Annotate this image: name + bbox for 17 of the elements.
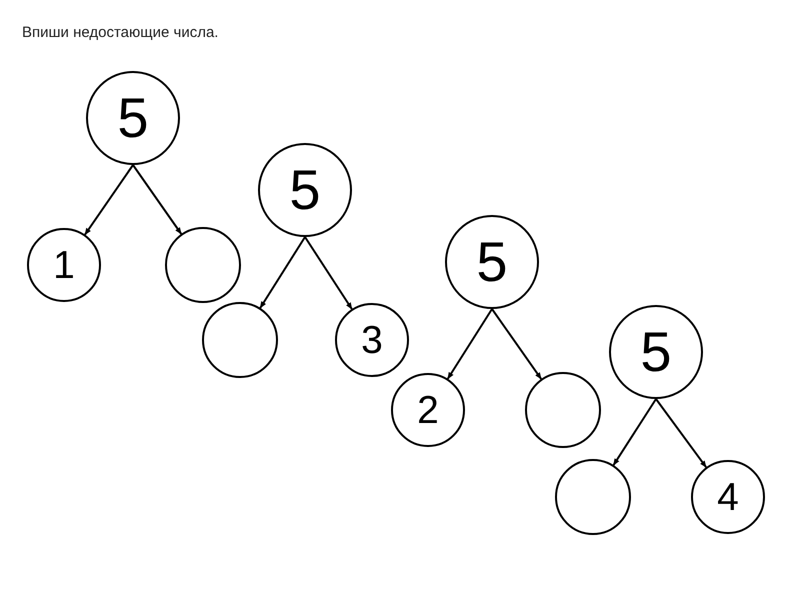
arrow <box>259 236 306 308</box>
arrow <box>612 398 657 466</box>
number-label: 3 <box>361 320 383 360</box>
number-label: 4 <box>717 478 739 516</box>
arrow <box>304 236 353 310</box>
arrow <box>491 308 542 380</box>
arrow <box>655 398 707 468</box>
arrow <box>132 164 182 234</box>
number-label: 2 <box>417 390 439 430</box>
number-label: 5 <box>476 234 508 290</box>
arrow <box>84 164 134 236</box>
number-label: 5 <box>640 324 672 380</box>
instruction-text: Впиши недостающие числа. <box>22 24 218 41</box>
number-label: 1 <box>53 246 75 284</box>
arrow <box>446 308 493 380</box>
number-label: 5 <box>117 90 149 146</box>
number-label: 5 <box>289 162 321 218</box>
